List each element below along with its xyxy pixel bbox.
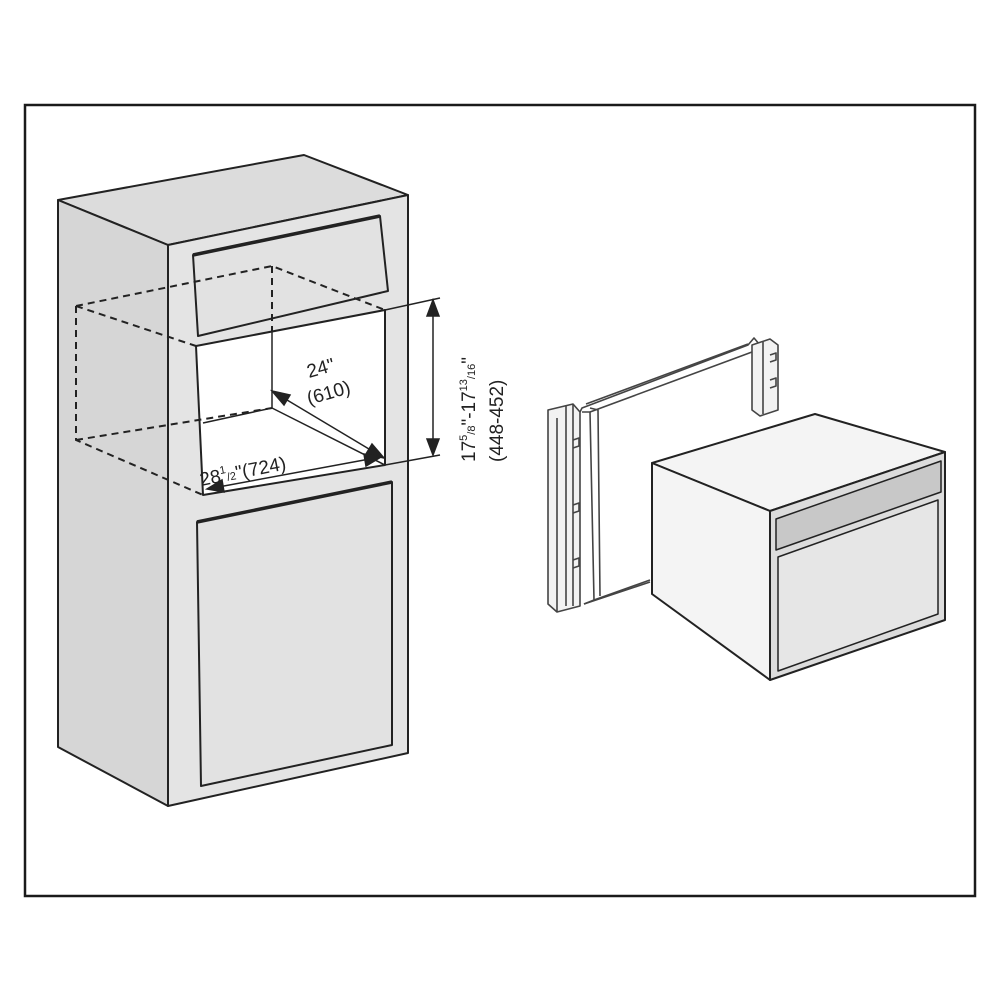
mounting-frame — [547, 337, 779, 613]
depth-arrow-line — [276, 393, 380, 456]
appliance-control-panel — [775, 460, 942, 551]
width-arrowhead-right — [363, 453, 384, 468]
height-arrowhead-top — [425, 297, 441, 317]
cabinet — [57, 154, 409, 807]
width-arrow-line — [212, 457, 376, 489]
height-inches-label: 175/8"-1713/16" — [458, 357, 480, 462]
lower-door-bevel — [196, 480, 393, 524]
height-arrowhead-bottom — [425, 438, 441, 458]
depth-arrowhead-back — [269, 389, 292, 407]
width-arrowhead-left — [204, 478, 225, 493]
height-mm-label: (448-452) — [487, 380, 508, 462]
upper-drawer-bevel — [192, 214, 381, 257]
hidden-cavity-outline — [75, 264, 386, 496]
frame-left-post — [547, 403, 581, 613]
frame-top-rail — [579, 337, 761, 413]
appliance-unit — [651, 413, 946, 681]
lower-door-panel — [196, 481, 393, 787]
frame-right-post — [751, 338, 779, 417]
appliance-door — [777, 499, 939, 672]
height-extension-bottom — [384, 454, 441, 466]
height-extension-top — [384, 297, 441, 311]
dimension-lines — [204, 297, 441, 493]
